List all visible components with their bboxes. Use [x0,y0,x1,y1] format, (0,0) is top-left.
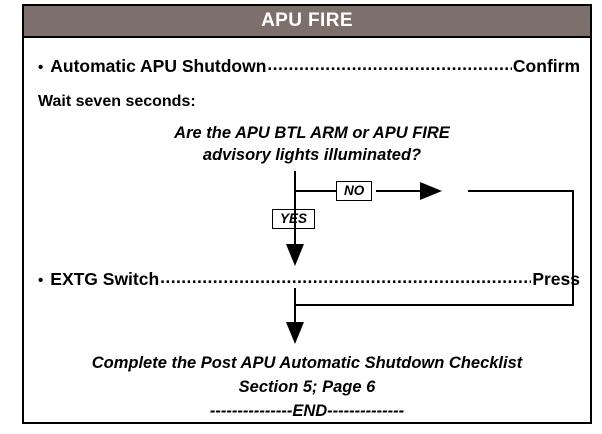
decision-label-yes-text: YES [280,211,307,226]
checklist-step-automatic-apu-shutdown: • Automatic APU Shutdown Confirm [38,56,580,77]
flow-arrow-down-to-footer-icon [286,322,304,344]
step-action-label: Automatic APU Shutdown [50,56,267,76]
step-response-label: Confirm [512,56,580,76]
decision-question-line1: Are the APU BTL ARM or APU FIRE [174,124,450,142]
flow-arrow-down-to-extg-icon [286,244,304,266]
flow-branch-to-no [294,190,336,192]
flow-yes-trunk [294,190,296,244]
checklist-title-bar: APU FIRE [24,6,590,38]
step-action-label: EXTG Switch [50,269,160,289]
flow-no-path-right [572,190,574,306]
checklist-footer: Complete the Post APU Automatic Shutdown… [34,351,580,423]
step-response-label: Press [532,269,580,289]
wait-instruction-label: Wait seven seconds: [38,93,196,110]
decision-question-line2: advisory lights illuminated? [202,146,422,164]
checklist-title: APU FIRE [261,10,353,31]
flow-trunk-below-extg [294,288,296,322]
footer-line-section: Section 5; Page 6 [238,378,376,396]
decision-question: Are the APU BTL ARM or APU FIRE advisory… [132,122,492,166]
decision-label-no: NO [336,181,373,201]
flow-no-to-arrow [376,190,420,192]
flow-no-path-bottom [294,304,574,306]
checklist-step-extg-switch: • EXTG Switch Press [38,269,580,290]
checklist-body: • Automatic APU Shutdown Confirm Wait se… [24,38,590,422]
bullet-icon: • [38,59,44,76]
dot-leader [267,54,512,75]
bullet-icon: • [38,272,44,289]
footer-line-complete: Complete the Post APU Automatic Shutdown… [91,354,523,372]
decision-label-no-text: NO [344,183,365,198]
flow-trunk-from-question [294,171,296,191]
dot-leader [160,267,531,288]
decision-label-yes: YES [272,209,316,229]
flow-no-path-top [468,190,574,192]
footer-line-end: ---------------END-------------- [209,402,405,420]
flow-arrow-right-icon [420,182,442,200]
checklist-frame: APU FIRE • Automatic APU Shutdown Confir… [22,4,592,424]
